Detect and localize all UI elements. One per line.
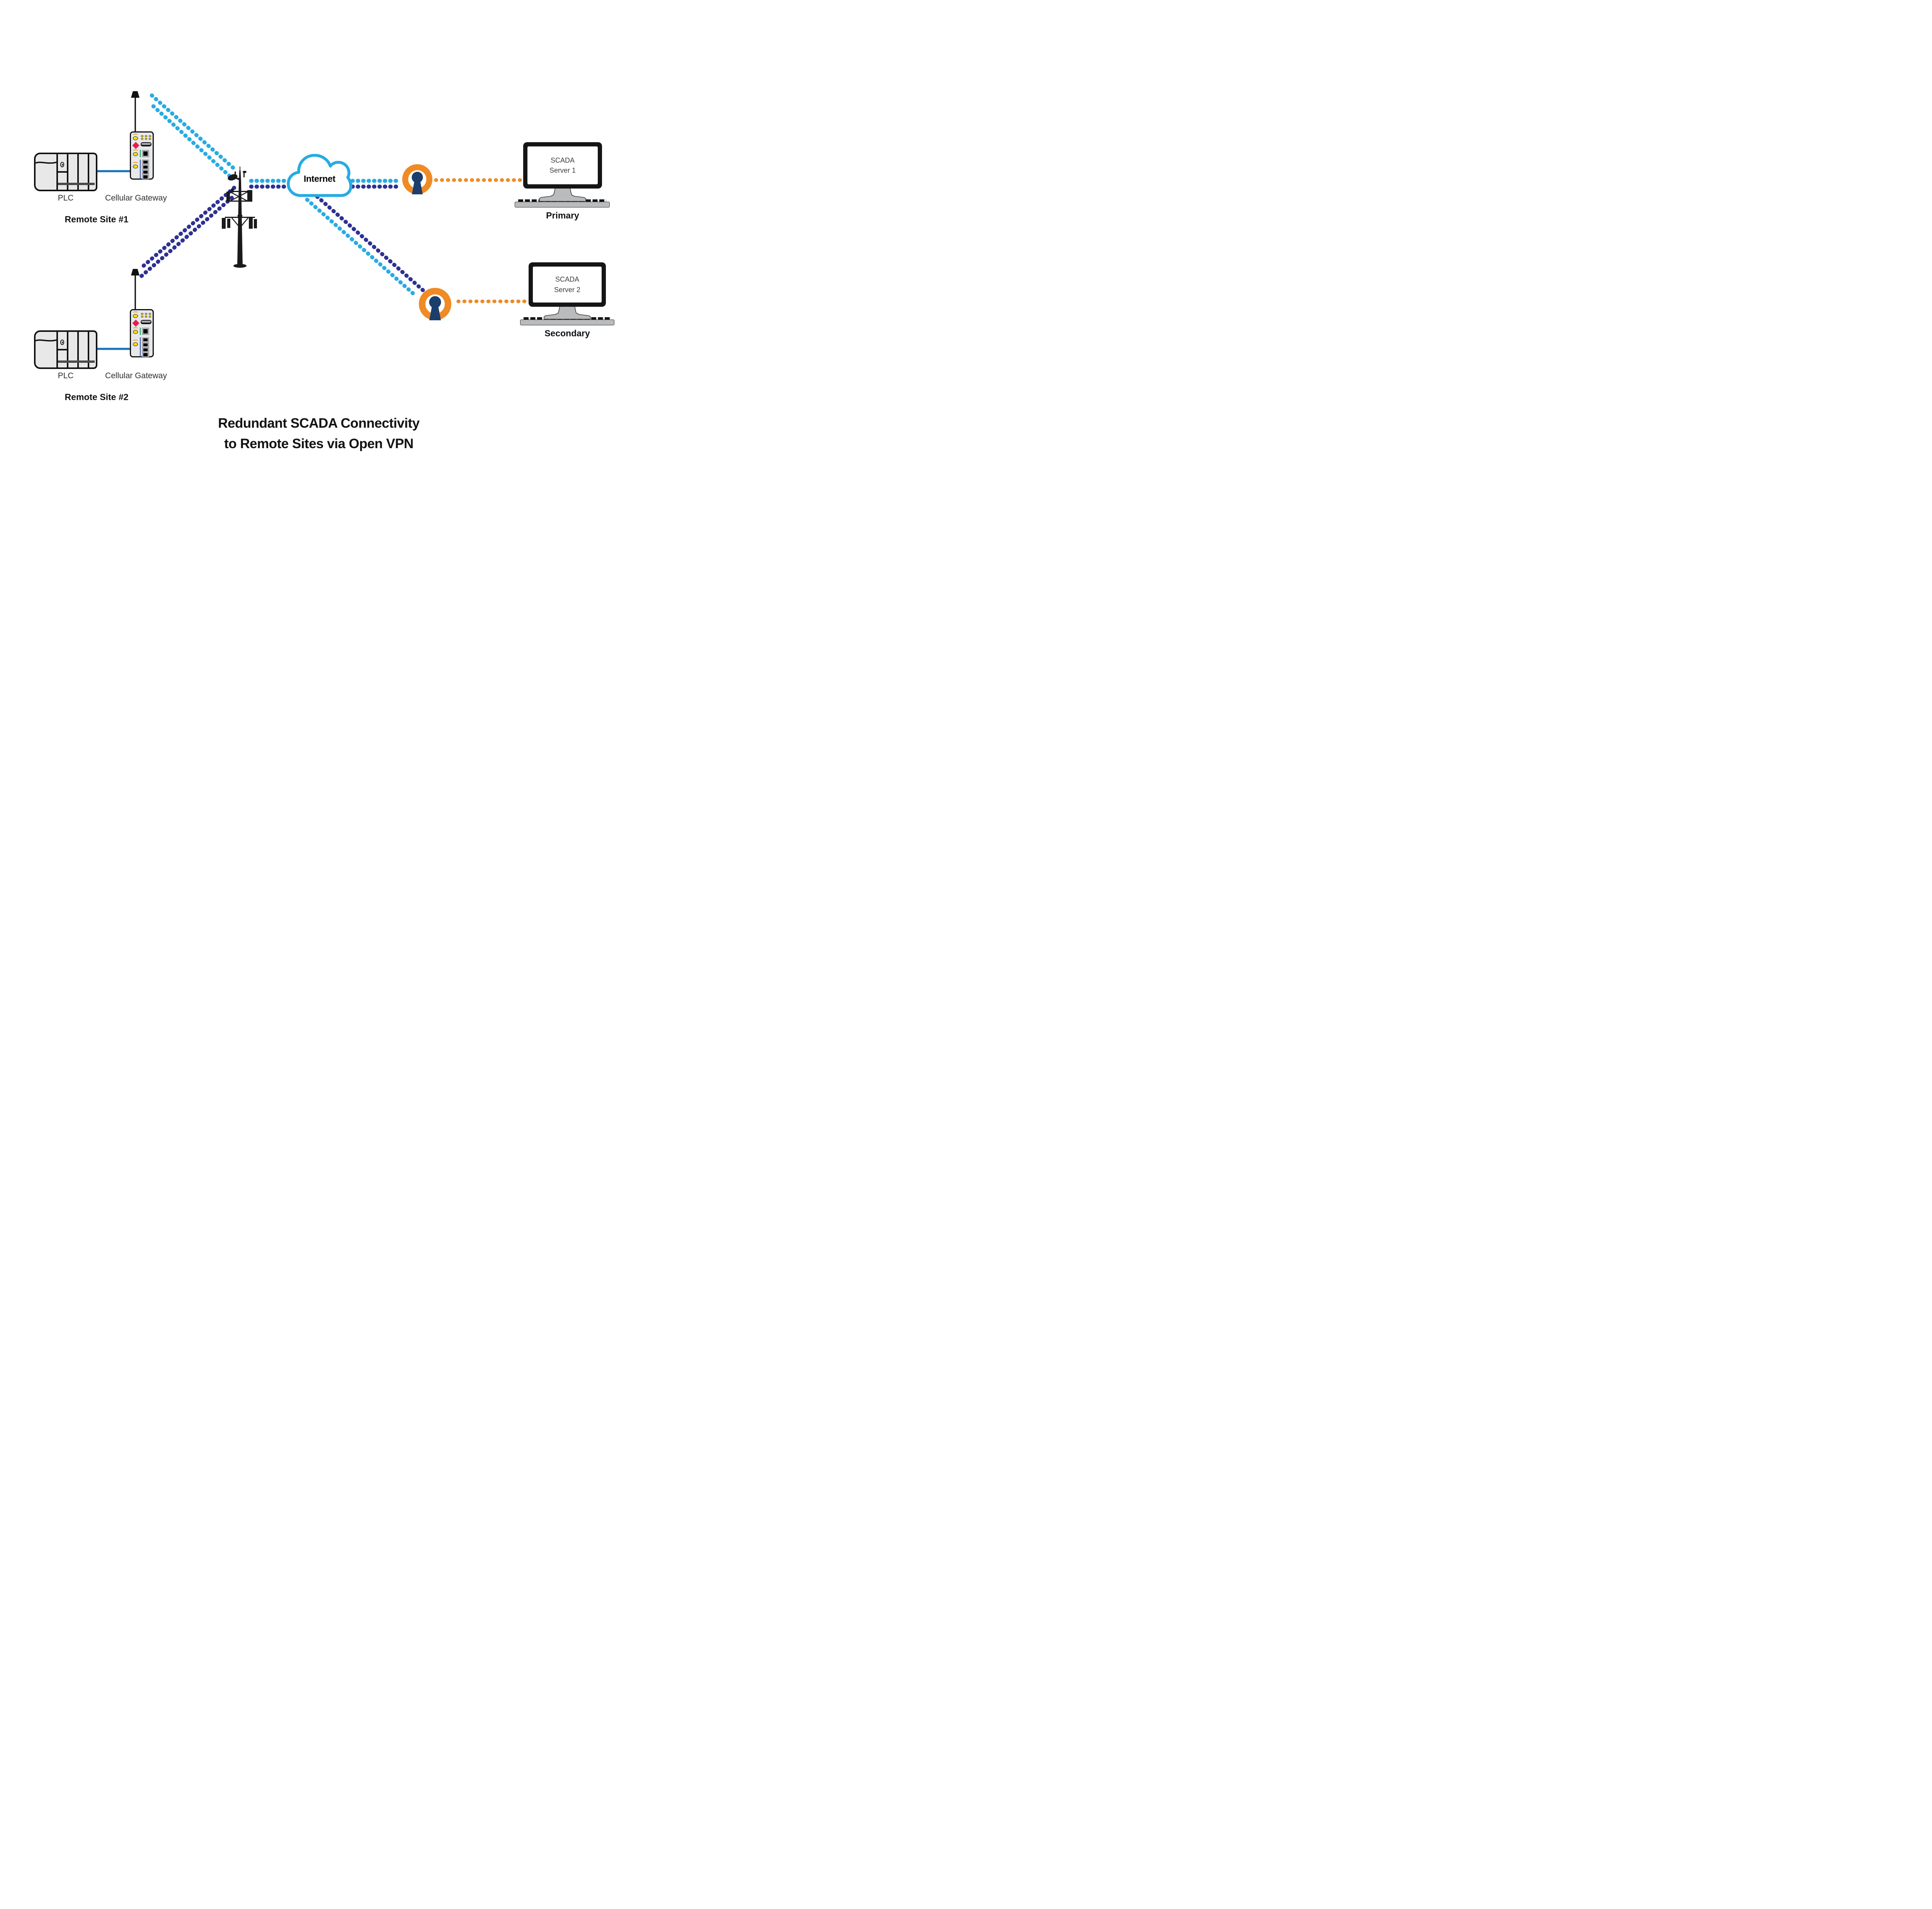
- navy-dotted-links: [138, 184, 427, 294]
- openvpn-icon-1: [402, 164, 432, 197]
- plc-door-line: [36, 161, 58, 164]
- ethernet-port: [142, 342, 149, 347]
- led-bank: [141, 135, 151, 140]
- cyan-dotted-links: [150, 93, 417, 297]
- plc-keyswitch: [60, 340, 64, 345]
- ethernet-port: [142, 337, 149, 342]
- alarm-diamond-icon: [132, 320, 139, 327]
- scada-server-2-line1: SCADA: [555, 275, 579, 284]
- remote-site-1-label: Remote Site #1: [65, 214, 129, 224]
- cellular-gateway-device-2: [130, 309, 154, 357]
- ethernet-port: [142, 352, 149, 357]
- signal-arc-icon: [132, 134, 139, 137]
- cell-tower-icon: [222, 167, 257, 268]
- sim-slot: [141, 320, 151, 324]
- monitor-stand-1: [539, 187, 586, 202]
- sim-slot: [141, 142, 151, 146]
- status-led: [133, 165, 138, 168]
- secondary-label: Secondary: [544, 328, 590, 338]
- antenna-icon-1: [131, 91, 139, 132]
- signal-arc-icon: [132, 311, 139, 315]
- diagram-title-line1: Redundant SCADA Connectivity: [218, 416, 420, 431]
- port-indicator: [140, 160, 141, 179]
- openvpn-icon-2: [419, 288, 451, 323]
- scada-server-1-line1: SCADA: [550, 156, 575, 164]
- diagram-canvas: PLC Cellular Gateway Remote Site #1 PLC: [0, 0, 636, 477]
- signal-arc-icon: [132, 150, 139, 153]
- ethernet-port: [142, 165, 149, 170]
- plc-module-line: [58, 171, 68, 173]
- status-led: [133, 330, 138, 334]
- ethernet-port: [142, 328, 149, 335]
- connections-layer: [97, 91, 591, 350]
- plc-label-2: PLC: [58, 371, 74, 380]
- plc-bottom-stripe: [58, 183, 95, 185]
- port-indicator: [140, 150, 141, 157]
- keyboard-body: [515, 202, 610, 207]
- ethernet-links: [97, 170, 130, 350]
- port-indicator: [140, 337, 141, 357]
- plc-module-line: [58, 349, 68, 350]
- monitor-stand-2: [544, 306, 591, 320]
- ethernet-port: [142, 347, 149, 352]
- internet-label: Internet: [304, 173, 335, 184]
- scada-server-2-screen: SCADA Server 2: [533, 267, 602, 303]
- orange-dotted-links: [434, 178, 529, 303]
- plc-device-2: [34, 330, 97, 369]
- plc-bottom-stripe: [58, 360, 95, 363]
- remote-site-2-label: Remote Site #2: [65, 392, 129, 402]
- plc-keyswitch: [60, 162, 64, 167]
- ethernet-port: [142, 170, 149, 175]
- antenna-icon-2: [131, 269, 139, 309]
- plc-label-1: PLC: [58, 194, 74, 202]
- plc-door-line: [36, 339, 58, 342]
- plc-module-divider: [56, 332, 58, 367]
- scada-server-1-screen: SCADA Server 1: [527, 146, 598, 184]
- signal-arc-icon: [132, 340, 139, 343]
- status-led: [133, 152, 138, 156]
- ethernet-port: [142, 160, 149, 165]
- scada-server-1-monitor: SCADA Server 1: [523, 142, 602, 189]
- primary-label: Primary: [546, 210, 579, 221]
- signal-arc-icon: [132, 162, 139, 165]
- monitor-stands: [539, 187, 591, 320]
- status-led: [133, 136, 138, 140]
- internet-cloud-icon: [287, 154, 352, 197]
- ethernet-port: [142, 174, 149, 179]
- cellular-gateway-device-1: [130, 131, 154, 180]
- led-bank: [141, 313, 151, 318]
- status-led: [133, 314, 138, 318]
- plc-module-divider: [56, 154, 58, 190]
- scada-server-2-monitor: SCADA Server 2: [529, 262, 606, 307]
- plc-device-1: [34, 153, 97, 191]
- signal-arc-icon: [132, 327, 139, 331]
- plc-module-divider: [88, 154, 89, 190]
- cellular-gateway-label-2: Cellular Gateway: [105, 371, 167, 380]
- alarm-diamond-icon: [132, 142, 139, 149]
- status-led: [133, 342, 138, 346]
- port-indicator: [140, 328, 141, 335]
- ethernet-port: [142, 150, 149, 157]
- plc-module-divider: [77, 332, 79, 367]
- scada-server-1-line2: Server 1: [549, 167, 576, 174]
- plc-module-divider: [88, 332, 89, 367]
- diagram-title-line2: to Remote Sites via Open VPN: [224, 436, 413, 451]
- scada-server-2-line2: Server 2: [554, 286, 581, 294]
- cellular-gateway-label-1: Cellular Gateway: [105, 194, 167, 202]
- plc-module-divider: [77, 154, 79, 190]
- keyboard-body: [520, 320, 614, 325]
